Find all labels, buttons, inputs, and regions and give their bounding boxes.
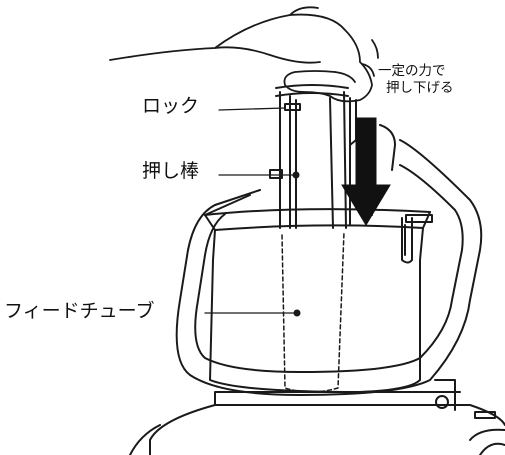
marker-pusher bbox=[292, 171, 300, 179]
instruction-line-2: 押し下げる bbox=[386, 80, 454, 96]
instruction-line-1: 一定の力で bbox=[378, 63, 446, 79]
label-pusher: 押し棒 bbox=[142, 160, 200, 182]
marker-feed-tube bbox=[293, 309, 301, 317]
label-feed-tube: フィードチューブ bbox=[4, 300, 155, 322]
leader-line-lock bbox=[218, 107, 286, 111]
instruction-text: 一定の力で 押し下げる bbox=[378, 63, 454, 97]
handle bbox=[175, 139, 483, 396]
label-lock: ロック bbox=[142, 95, 200, 117]
down-arrow-icon bbox=[341, 117, 391, 226]
hand bbox=[109, 6, 379, 103]
processor-base bbox=[129, 379, 505, 455]
feed-tube-body bbox=[204, 208, 433, 393]
